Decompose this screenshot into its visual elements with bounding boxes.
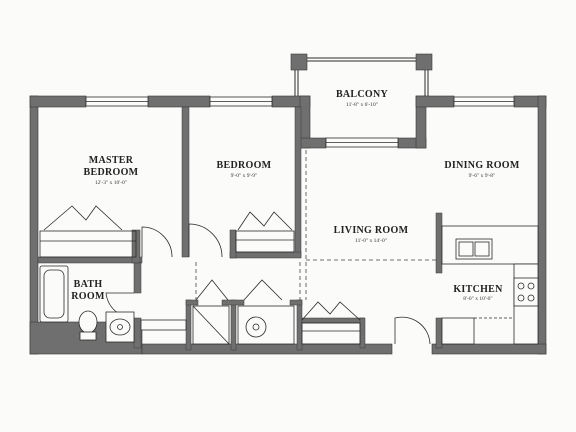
toilet: [78, 310, 98, 334]
closet-doors: [39, 205, 361, 345]
master-bedroom-name-1: MASTER: [89, 155, 134, 166]
living-room-name: LIVING ROOM: [334, 225, 409, 236]
balcony-railing: [294, 57, 429, 96]
dining-room-dims: 9'-6" x 9'-8": [469, 173, 496, 179]
bedroom-dims: 9'-0" x 9'-9": [231, 173, 258, 179]
balcony-dims: 11'-8" x 6'-10": [346, 102, 378, 108]
dining-room-name: DINING ROOM: [444, 160, 520, 171]
windows: [85, 96, 515, 148]
exterior-walls: [29, 95, 547, 355]
dashed-openings: [195, 150, 436, 300]
master-bedroom-dims: 12'-3" x 10'-0": [95, 180, 127, 186]
balcony-name: BALCONY: [336, 89, 389, 100]
room-labels: MASTER BEDROOM 12'-3" x 10'-0" BEDROOM 9…: [71, 89, 520, 302]
kitchen-fixtures: [441, 225, 539, 345]
bathroom-fixtures: [39, 265, 135, 343]
master-bedroom-name-2: BEDROOM: [84, 167, 139, 178]
bath-room-name-2: ROOM: [71, 291, 105, 302]
kitchen-dims: 8'-0" x 10'-0": [463, 296, 492, 302]
stove: [513, 277, 539, 307]
hall-fixtures: [140, 305, 295, 345]
bath-room-name-1: BATH: [74, 279, 103, 290]
kitchen-name: KITCHEN: [453, 284, 503, 295]
balcony-posts: [290, 53, 433, 71]
refrigerator: [441, 317, 475, 345]
living-room-dims: 11'-0" x 14'-0": [355, 238, 387, 244]
bedroom-name: BEDROOM: [217, 160, 272, 171]
